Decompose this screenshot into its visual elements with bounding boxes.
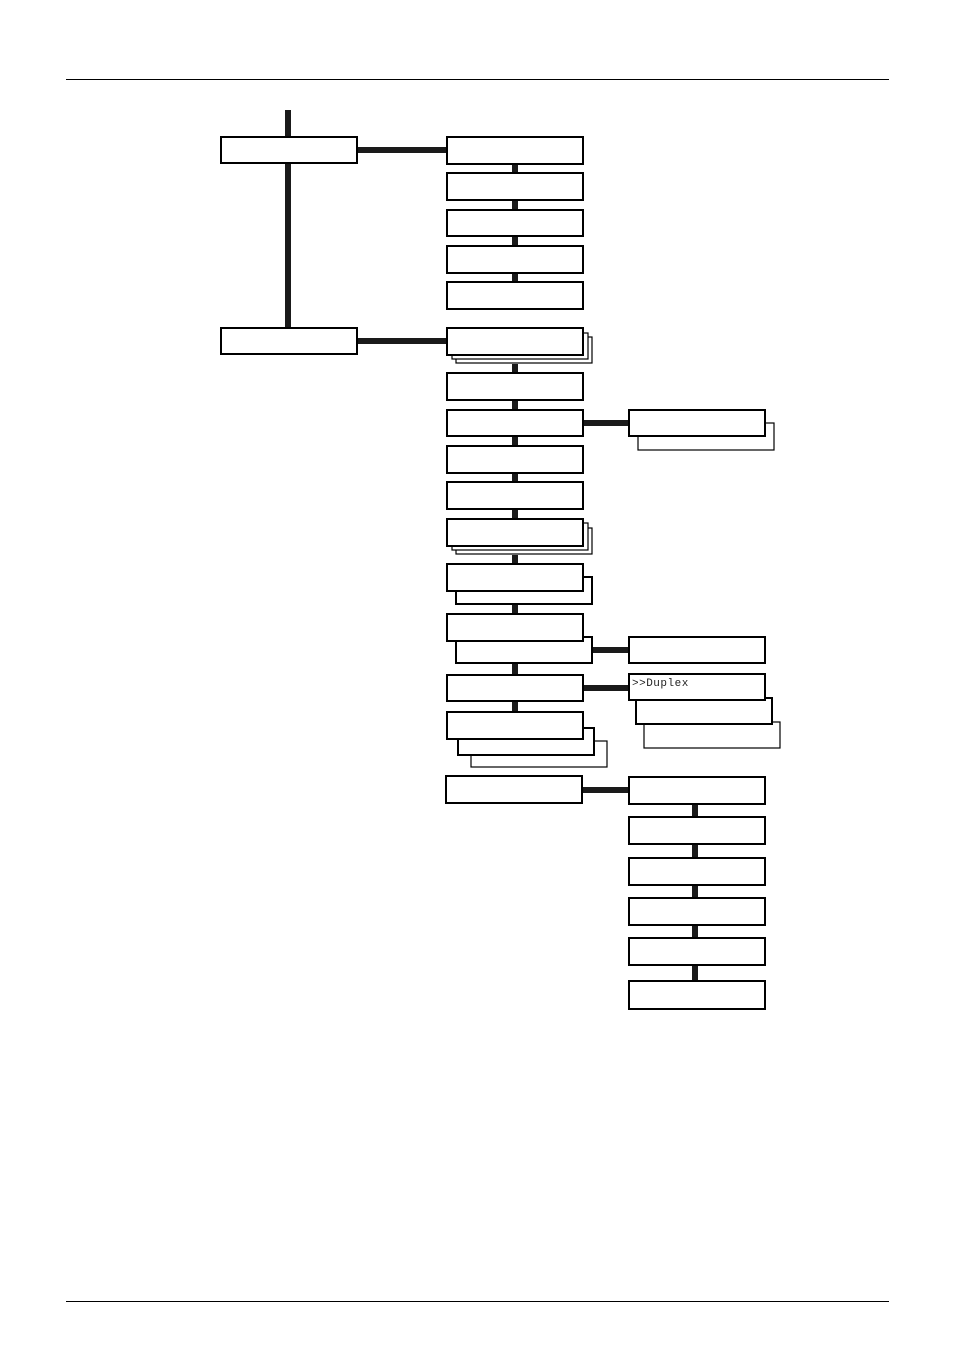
col2-connector bbox=[512, 236, 518, 246]
trunk-connector-top bbox=[285, 110, 291, 137]
col2-connector bbox=[512, 472, 518, 482]
col3-connector bbox=[692, 885, 698, 898]
menu-box-level2 bbox=[446, 481, 584, 510]
menu-box-level2 bbox=[446, 172, 584, 201]
col3-branch-connector bbox=[583, 420, 629, 426]
connectors bbox=[285, 110, 698, 981]
branch-connector-1 bbox=[357, 147, 447, 153]
col3-connector bbox=[692, 925, 698, 938]
menu-box-level2 bbox=[446, 281, 584, 310]
doubled-menu-box bbox=[628, 409, 775, 451]
menu-box-level1 bbox=[220, 327, 358, 355]
menu-box-level2 bbox=[446, 209, 584, 237]
doubled-menu-box bbox=[446, 563, 593, 605]
stacked-menu-box bbox=[446, 711, 608, 768]
col2-connector bbox=[512, 509, 518, 519]
menu-box-level2 bbox=[446, 136, 584, 165]
column-1 bbox=[220, 136, 358, 355]
menu-box-level2 bbox=[446, 674, 584, 702]
menu-box-level3 bbox=[628, 980, 766, 1010]
col2-connector bbox=[512, 400, 518, 410]
menu-box-level3 bbox=[628, 776, 766, 805]
menu-box-level3 bbox=[628, 857, 766, 886]
col2-connector bbox=[512, 200, 518, 210]
col3-branch-connector bbox=[583, 685, 629, 691]
menu-box-level3 bbox=[628, 897, 766, 926]
menu-box-level3 bbox=[628, 937, 766, 966]
stacked-menu-box bbox=[446, 327, 593, 364]
col3-connector bbox=[692, 844, 698, 858]
header-rule bbox=[66, 79, 889, 80]
menu-box-level2 bbox=[446, 445, 584, 474]
column-2 bbox=[445, 136, 608, 804]
col2-connector bbox=[512, 436, 518, 446]
branch-connector-2 bbox=[357, 338, 447, 344]
menu-box-level2 bbox=[446, 409, 584, 437]
col3-connector bbox=[692, 804, 698, 817]
col2-connector bbox=[512, 701, 518, 712]
menu-box-level3 bbox=[628, 816, 766, 845]
duplex-label: >>Duplex bbox=[632, 678, 689, 690]
stacked-menu-box bbox=[446, 518, 593, 555]
col2-connector bbox=[512, 604, 518, 614]
col2-connector bbox=[512, 663, 518, 675]
menu-box-level2 bbox=[445, 775, 583, 804]
col2-connector bbox=[512, 272, 518, 282]
col2-connector bbox=[512, 555, 518, 564]
trunk-connector bbox=[285, 163, 291, 328]
col2-connector bbox=[512, 364, 518, 374]
footer-rule bbox=[66, 1301, 889, 1302]
col3-branch-connector bbox=[582, 787, 629, 793]
doubled-menu-box bbox=[446, 613, 593, 664]
menu-box-level2 bbox=[446, 245, 584, 274]
col3-branch-connector bbox=[592, 647, 629, 653]
menu-box-level1 bbox=[220, 136, 358, 164]
col3-connector bbox=[692, 965, 698, 981]
menu-box-level3 bbox=[628, 636, 766, 664]
menu-box-level2 bbox=[446, 372, 584, 401]
col2-connector bbox=[512, 164, 518, 174]
duplex-menu-stack: >>Duplex bbox=[628, 673, 781, 749]
column-3: >>Duplex bbox=[628, 409, 781, 1010]
